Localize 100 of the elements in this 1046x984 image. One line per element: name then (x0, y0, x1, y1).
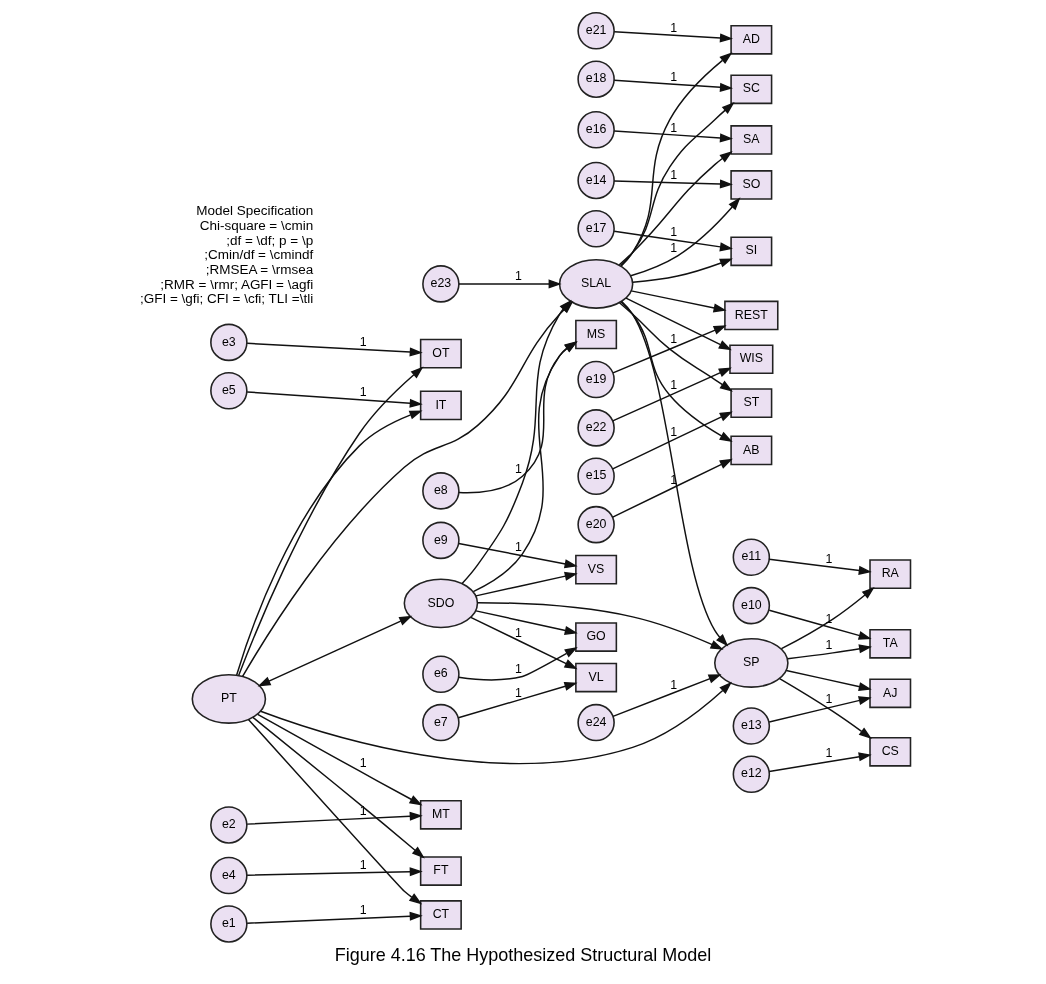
arrow (457, 542, 578, 569)
edge-label: 1 (670, 168, 678, 183)
edge-label: 1 (670, 20, 678, 35)
edge-label: 1 (359, 334, 367, 349)
node-circle: e8 (422, 472, 460, 510)
arrow (235, 410, 423, 676)
arrow (613, 79, 733, 92)
arrow (475, 571, 578, 597)
edge-label: 1 (825, 551, 833, 566)
edge-label: 1 (670, 241, 678, 256)
node-circle: e20 (577, 505, 615, 544)
edge-label: 1 (670, 225, 678, 240)
node-circle: e16 (577, 111, 615, 149)
node-circle: e13 (732, 707, 771, 745)
arrow (457, 647, 578, 681)
arrow (256, 713, 423, 806)
arrow (246, 391, 423, 408)
node-ellipse: SP (714, 638, 789, 688)
arrow (618, 301, 733, 392)
caption: Figure 4.16 The Hypothesized Structural Model (334, 944, 712, 965)
node-circle: e4 (210, 856, 248, 895)
arrow (475, 610, 578, 635)
node-circle: e6 (422, 655, 460, 693)
edge-label: 1 (359, 857, 367, 872)
edge-label: 1 (825, 746, 833, 761)
arrow (621, 300, 729, 647)
node-circle: e2 (210, 806, 248, 844)
arrow (632, 258, 733, 283)
arrow (613, 179, 733, 189)
arrow (472, 341, 578, 593)
node-box: AB (730, 435, 773, 466)
node-box: RA (869, 559, 912, 589)
node-box: TA (869, 629, 912, 659)
node-box: ST (730, 388, 773, 418)
arrow (620, 301, 733, 443)
node-box: AJ (869, 678, 912, 709)
edge-label: 1 (670, 332, 678, 347)
node-box: MT (419, 799, 462, 830)
node-circle: e23 (422, 265, 460, 303)
edge-label: 1 (359, 756, 367, 771)
arrow (238, 366, 424, 677)
arrow (780, 586, 875, 650)
arrow (246, 911, 423, 924)
edge-label: 1 (515, 269, 522, 284)
label: ;RMR = \rmr; AGFI = \agfi (160, 276, 314, 292)
arrow (246, 811, 423, 825)
label: ;GFI = \gfi; CFI = \cfi; TLI =\tli (139, 291, 314, 307)
arrow (613, 230, 733, 252)
arrow (768, 696, 872, 723)
label: ;Cmin/df = \cmindf (204, 247, 314, 263)
edge-label: 1 (359, 385, 367, 400)
arrow (618, 151, 733, 266)
label: ;df = \df; p = \p (226, 232, 314, 248)
edge-label: 1 (670, 378, 678, 393)
arrow (612, 458, 733, 518)
arrow (458, 341, 578, 494)
node-circle: e5 (210, 372, 248, 410)
arrow (246, 342, 423, 357)
arrow (259, 681, 732, 765)
arrow (612, 411, 733, 470)
arrow (785, 669, 872, 692)
arrow (778, 677, 872, 739)
node-circle: e1 (210, 905, 248, 943)
arrow (630, 197, 741, 277)
node-circle: e7 (422, 703, 460, 742)
edge-label: 1 (515, 685, 522, 700)
edge-label: 1 (359, 902, 367, 917)
arrow (768, 609, 872, 640)
arrow (620, 102, 735, 267)
node-circle: e21 (577, 12, 615, 50)
arrow (625, 297, 732, 351)
node-circle: e10 (732, 586, 771, 625)
node-box: FT (419, 856, 462, 886)
arrow (612, 674, 722, 718)
arrow (612, 367, 732, 422)
edge-label: 1 (515, 661, 522, 676)
node-box: MS (575, 319, 618, 350)
node-box: SO (730, 170, 773, 200)
arrow (458, 279, 562, 289)
node-ellipse: SLAL (558, 258, 634, 309)
node-circle: e17 (577, 210, 615, 248)
arrow (787, 644, 873, 660)
node-box: SI (730, 236, 773, 267)
node-circle: e24 (577, 703, 615, 742)
node-ellipse: SDO (403, 578, 479, 629)
node-circle: e15 (577, 457, 615, 496)
edge-label: 1 (825, 692, 833, 707)
arrow (470, 616, 578, 670)
edge-label: 1 (515, 625, 522, 640)
arrow (612, 325, 727, 374)
arrow (768, 752, 872, 773)
arrow (457, 682, 578, 719)
node-circle: e11 (732, 538, 771, 577)
node-box: AD (730, 24, 773, 55)
arrow (613, 130, 733, 143)
node-ellipse: PT (191, 674, 267, 724)
edge-label: 1 (670, 424, 678, 439)
arrow (613, 31, 733, 43)
node-box: SA (730, 125, 773, 155)
arrow (252, 716, 425, 859)
